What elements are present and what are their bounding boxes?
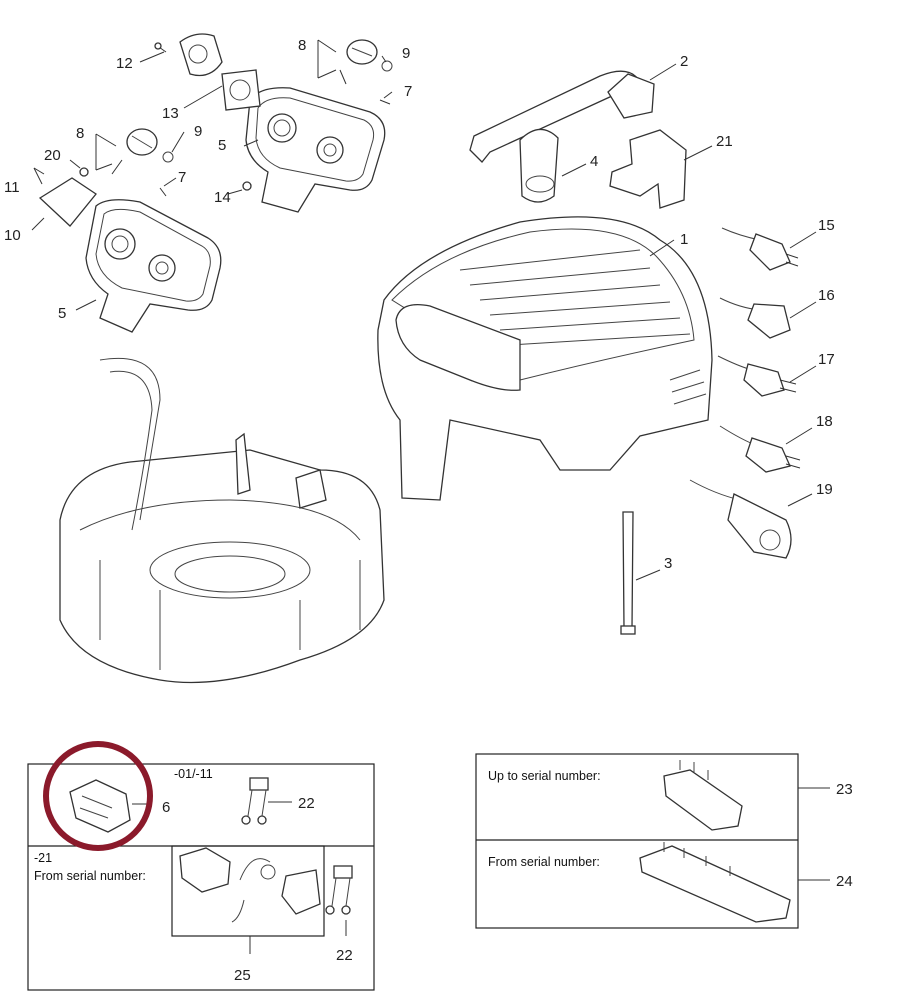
callout-12: 12 [116, 55, 133, 72]
control-panel-assembly-lower [33, 128, 222, 333]
callout-3: 3 [664, 555, 672, 572]
callout-11: 11 [4, 179, 20, 196]
callout-15: 15 [818, 217, 835, 234]
variant-label-top: -01/-11 [174, 767, 213, 781]
inset-left-frame [27, 763, 375, 991]
control-panel-assembly-upper [154, 33, 393, 213]
callout-22-top: 22 [298, 795, 315, 812]
callout-22-bottom: 22 [336, 947, 353, 964]
callout-1: 1 [680, 231, 688, 248]
callout-13: 13 [162, 105, 179, 122]
callout-4: 4 [590, 153, 598, 170]
callout-2: 2 [680, 53, 688, 70]
from-serial-label-left: From serial number: [34, 869, 146, 883]
base-unit [59, 357, 385, 684]
inset-left: -01/-11 -21 From serial number: 6 22 25 … [27, 741, 375, 991]
callout-6: 6 [162, 799, 170, 816]
callout-21: 21 [716, 133, 733, 150]
variant-label-bottom: -21 [34, 851, 52, 865]
callout-16: 16 [818, 287, 835, 304]
up-to-serial-label: Up to serial number: [488, 769, 601, 783]
callout-18: 18 [816, 413, 833, 430]
group-25-frame [171, 845, 325, 937]
callout-25: 25 [234, 967, 251, 984]
callout-8-lower: 8 [76, 125, 84, 142]
inset-right-frame [475, 753, 799, 929]
callout-17: 17 [818, 351, 835, 368]
top-cover-assembly [377, 70, 713, 635]
callout-19: 19 [816, 481, 833, 498]
from-serial-label-right: From serial number: [488, 855, 600, 869]
callout-9-upper: 9 [402, 45, 410, 62]
callout-9-lower: 9 [194, 123, 202, 140]
callout-8-upper: 8 [298, 37, 306, 54]
power-cords [689, 227, 801, 559]
leader-lines [31, 39, 817, 581]
inset-right: Up to serial number: From serial number:… [475, 753, 853, 929]
callout-numbers: 1 2 3 4 5 5 7 7 8 8 9 9 10 11 12 13 14 1… [4, 37, 835, 572]
callout-20: 20 [44, 147, 61, 164]
callout-5-upper: 5 [218, 137, 226, 154]
callout-7-upper: 7 [404, 83, 412, 100]
callout-10: 10 [4, 227, 21, 244]
callout-7-lower: 7 [178, 169, 186, 186]
callout-14: 14 [214, 189, 231, 206]
callout-5-lower: 5 [58, 305, 66, 322]
callout-24: 24 [836, 873, 853, 890]
callout-23: 23 [836, 781, 853, 798]
highlight-circle [43, 741, 153, 851]
